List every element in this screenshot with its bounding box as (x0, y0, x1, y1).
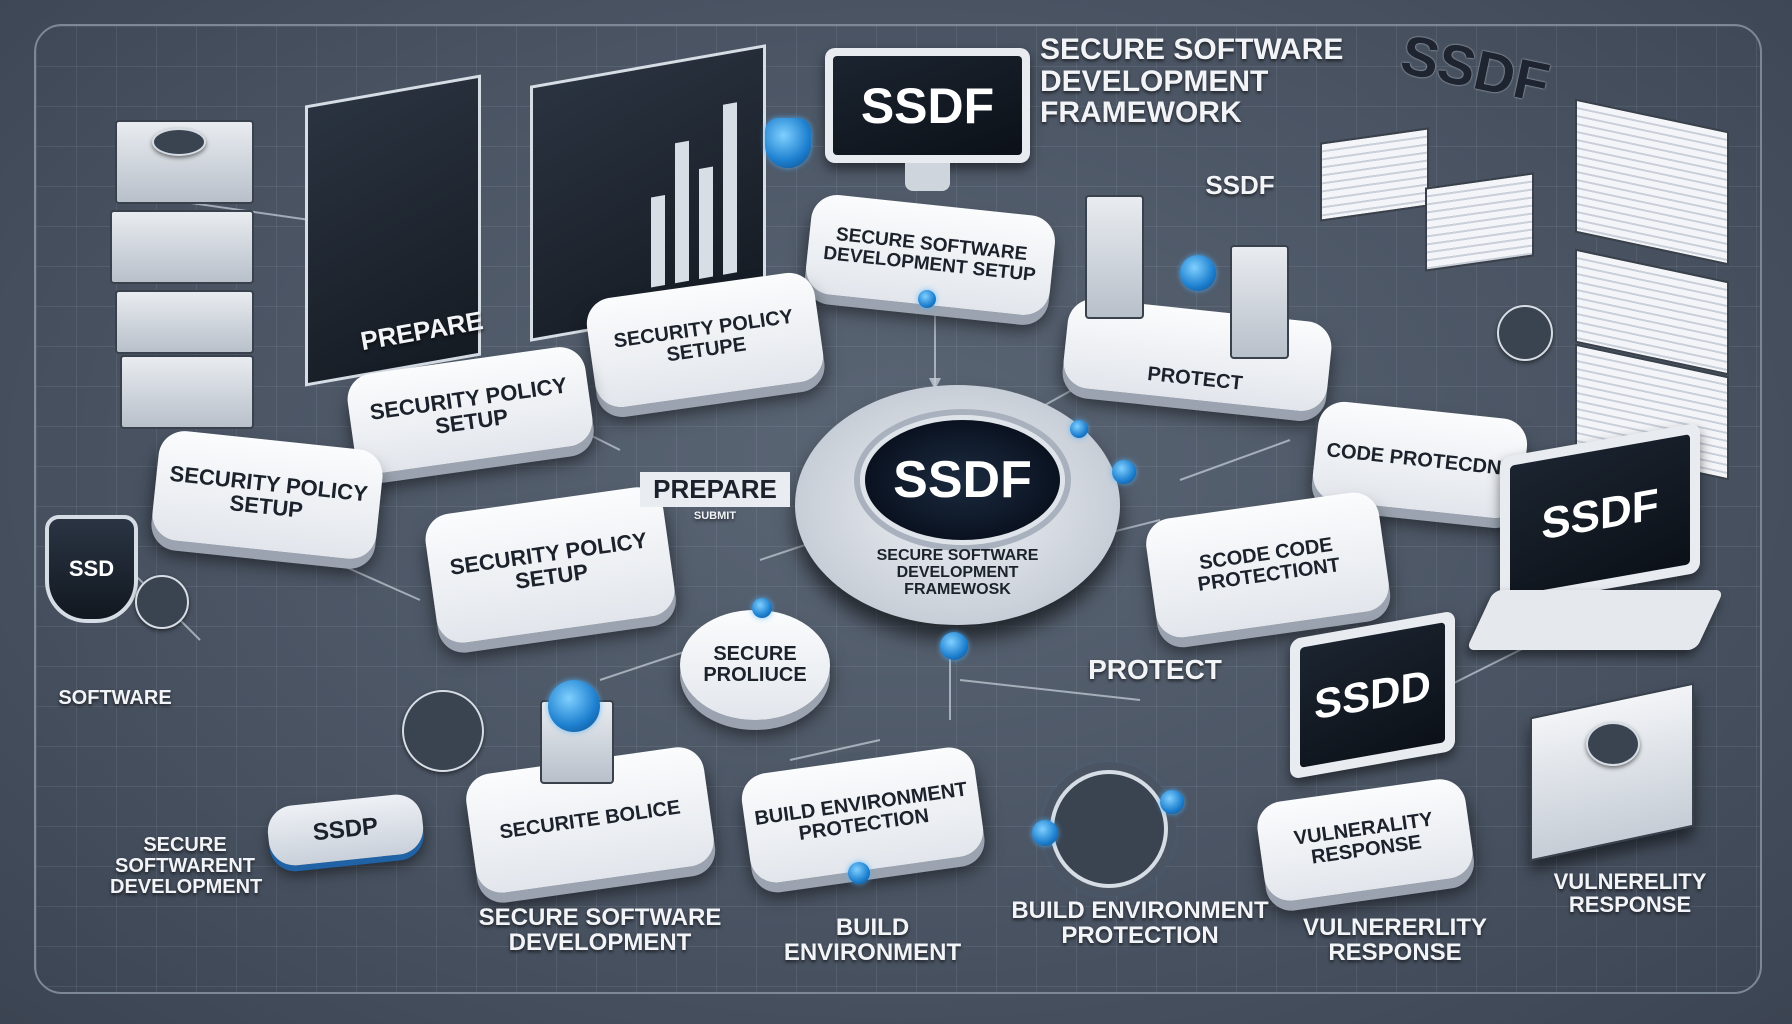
chart-bar-2 (675, 140, 689, 284)
build-env-bottom-label: BUILD ENVIRONMENT (783, 914, 962, 967)
vuln-bottom-label: VULNERERLITY RESPONSE (1302, 914, 1487, 967)
node-dot (918, 290, 936, 308)
card-securite-bolice-text: SECURITE BOLICE (498, 795, 682, 844)
cluster-node-1 (1032, 820, 1058, 846)
cloud-icon (1180, 255, 1216, 291)
cluster-node-2 (1160, 790, 1184, 814)
hub-core: SSDF (860, 415, 1065, 545)
biohazard-icon (402, 690, 484, 772)
shield-badge-text: SSD (68, 556, 115, 581)
laptop-screen: SSDF (1510, 434, 1690, 596)
laptop-keyboard (1466, 590, 1724, 650)
card-build-env-text: BUILD ENVIRONMENT PROTECTION (753, 778, 969, 845)
shield-icon-top (765, 118, 811, 168)
node-dot-produce (752, 598, 772, 618)
card-policy-b-text: SECURITY POLICY SETUP (368, 372, 569, 439)
lock-icon (152, 128, 206, 156)
prepare-label-center: PREPARE SUBMIT (640, 472, 790, 523)
server-rack-2 (1230, 245, 1289, 359)
card-protect-top-text: PROTECT (1146, 362, 1244, 395)
build-env-protect-label: BUILD ENVIRONMENT PROTECTION (1011, 897, 1269, 950)
card-code-protect-a-text: CODE PROTECDNT (1325, 438, 1515, 481)
monitor-stand (905, 163, 950, 191)
bottom-monitor: SSDD (1290, 610, 1455, 780)
chart-bar-1 (651, 195, 665, 288)
title-line-2: DEVELOPMENT (1040, 64, 1269, 98)
server-stack-2 (110, 210, 254, 284)
top-monitor: SSDF (825, 48, 1030, 163)
framework-title: SECURE SOFTWARE DEVELOPMENT FRAMEWORK (1040, 34, 1370, 129)
node-dot-build (848, 862, 870, 884)
card-vuln-text: VULNERALITY RESPONSE (1292, 808, 1435, 869)
secure-dev-label-left: SECURE SOFTWARENT DEVELOPMENT (110, 834, 263, 898)
hub-node-top (1070, 420, 1088, 438)
bottom-monitor-screen: SSDD (1300, 622, 1445, 768)
ssdf-float-label: SSDF (1205, 170, 1275, 200)
hazard-icon (1586, 722, 1640, 766)
document-stack-2 (1425, 172, 1534, 272)
gear-icon (1497, 305, 1553, 361)
protect-label-mid: PROTECT (1088, 654, 1222, 685)
prepare-center-text: PREPARE (640, 472, 790, 508)
card-secure-produce[interactable]: SECURE PROLIUCE (680, 610, 830, 720)
top-monitor-screen: SSDF (833, 56, 1022, 155)
title-line-3: FRAMEWORK (1040, 96, 1242, 129)
prepare-center-sub: SUBMIT (693, 510, 737, 523)
card-code-protect-b-text: SCODE CODE PROTECTIONT (1196, 533, 1342, 596)
card-policy-c[interactable]: SECURITY POLICY SETUP (149, 428, 386, 562)
hub-node-right (1112, 460, 1136, 484)
vuln-right-label: VULNERELITY RESPONSE (1553, 869, 1707, 918)
chart-bar-4 (723, 102, 737, 275)
ssd-bottom-label: SECURE SOFTWARE DEVELOPMENT (478, 904, 722, 957)
server-rack-1 (1085, 195, 1144, 319)
lock-badge-icon (548, 680, 600, 732)
title-line-1: SECURE SOFTWARE (1040, 33, 1344, 66)
card-policy-c-text: SECURITY POLICY SETUP (168, 460, 369, 523)
ssdp-tag-text: SSDP (311, 813, 380, 847)
document-stack-1 (1320, 127, 1429, 222)
server-stack-3 (115, 290, 254, 354)
target-icon (135, 575, 189, 629)
shield-badge: SSD (45, 515, 138, 623)
card-policy-d-text: SECURITY POLICY SETUP (448, 527, 649, 594)
hub-node-bottom (940, 632, 968, 660)
software-label-left: SOFTWARE (58, 687, 172, 709)
hub-caption: SECURE SOFTWARE DEVELOPMENT FRAMEWOSK (876, 547, 1039, 598)
hub-label: SSDF (893, 451, 1032, 509)
card-secure-produce-text: SECURE PROLIUCE (703, 643, 807, 686)
server-stack-4 (120, 355, 254, 429)
card-top-setup-text: SECURE SOFTWARE DEVELOPMENT SETUP (822, 224, 1037, 287)
card-policy-a-text: SECURITY POLICY SETUPE (612, 305, 795, 367)
chart-bar-3 (699, 166, 713, 280)
gear-cluster (1050, 770, 1168, 888)
